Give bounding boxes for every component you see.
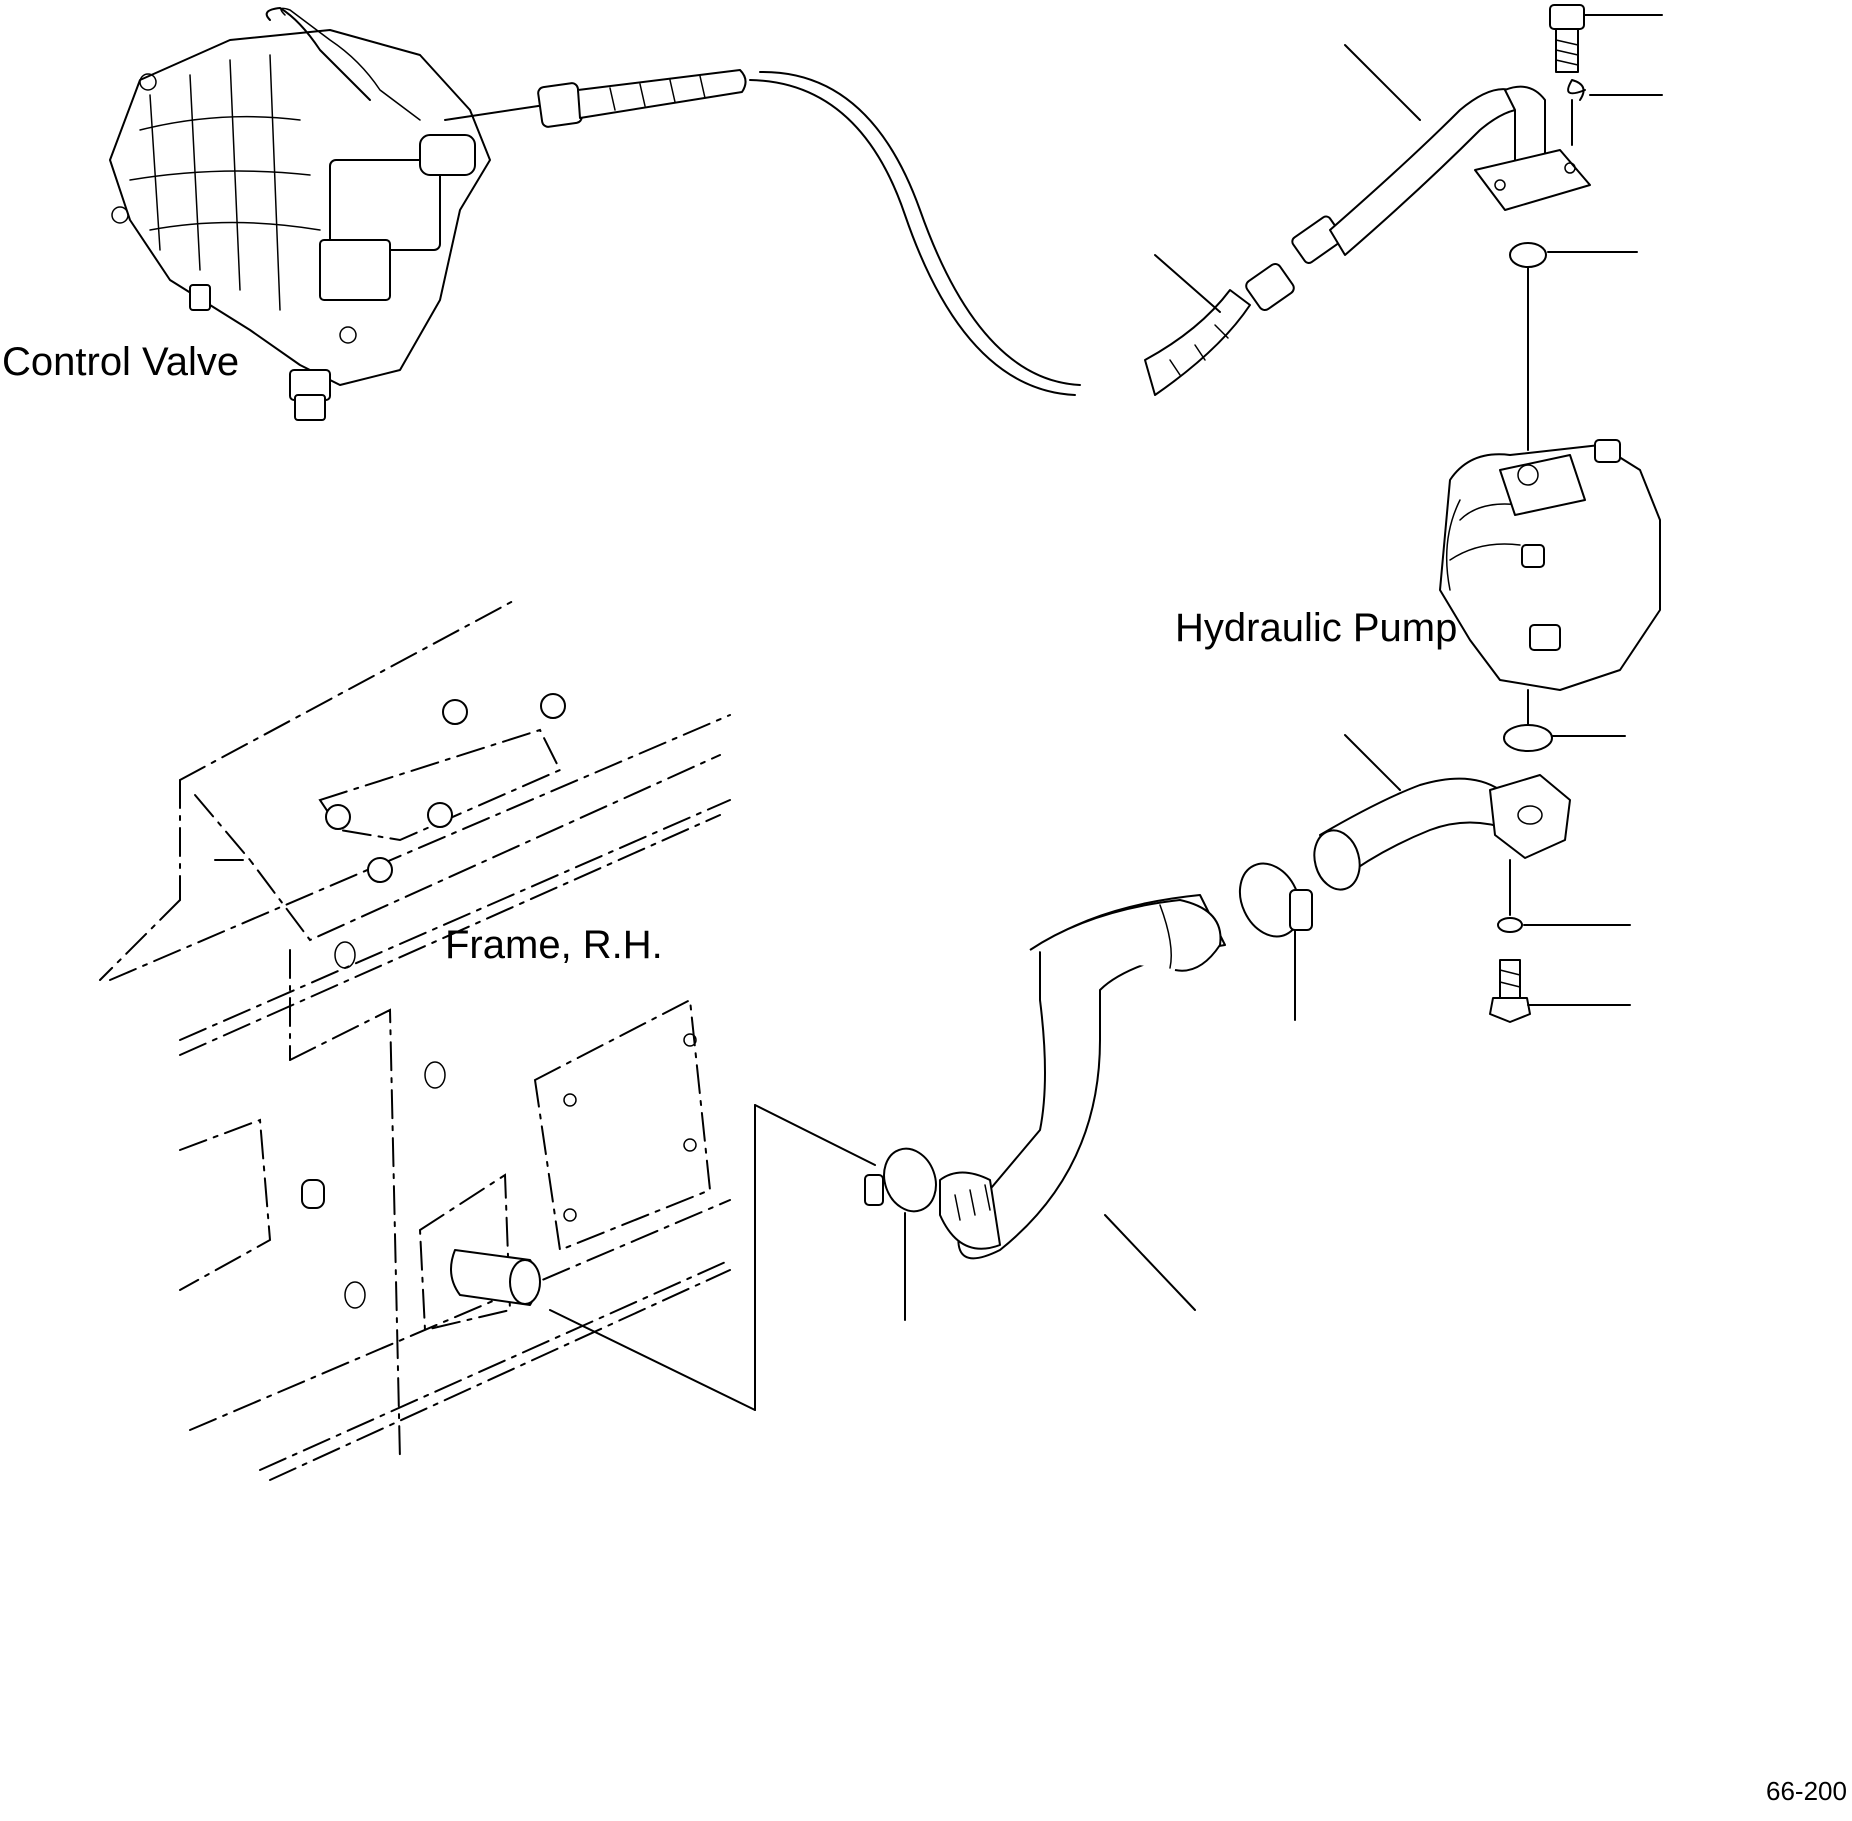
lower-pipe-leader bbox=[1344, 734, 1401, 791]
upper-hose bbox=[537, 69, 1295, 396]
lower-hose-leader bbox=[1104, 1214, 1196, 1311]
lower-pipe bbox=[1313, 689, 1631, 1023]
frame-rh-drawing bbox=[99, 599, 731, 1481]
figure-number: 66-200 bbox=[1766, 1776, 1847, 1806]
hose-callout-leader bbox=[1154, 254, 1221, 313]
upper-pipe bbox=[1291, 44, 1591, 264]
lower-clamp bbox=[549, 1104, 937, 1411]
hydraulic-pump-drawing bbox=[1439, 439, 1661, 691]
control-valve-drawing bbox=[109, 7, 491, 421]
frame-outlet-leader bbox=[754, 1104, 876, 1166]
pipe-callout-leader bbox=[1344, 44, 1421, 121]
lower-hose bbox=[939, 894, 1226, 1311]
frame-label: Frame, R.H. bbox=[445, 923, 663, 967]
upper-clamp bbox=[1238, 862, 1313, 1021]
control-valve-label: Control Valve bbox=[2, 340, 240, 384]
top-bolt bbox=[1509, 4, 1663, 451]
hydraulic-pump-label: Hydraulic Pump bbox=[1175, 606, 1458, 650]
valve-leader-line bbox=[444, 104, 546, 121]
